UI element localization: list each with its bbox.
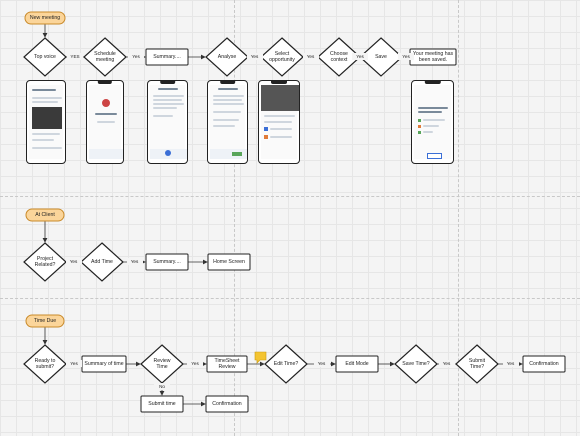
phone-mockup-saved: [411, 80, 454, 164]
process-box[interactable]: [206, 355, 248, 373]
decision-diamond[interactable]: [23, 242, 67, 282]
decision-diamond[interactable]: [394, 344, 438, 384]
process-box[interactable]: [140, 395, 184, 413]
speech-bubble-icon[interactable]: [254, 351, 267, 364]
phone-mockup-meeting-a: [147, 80, 188, 164]
process-box[interactable]: [207, 253, 251, 271]
start-terminal[interactable]: [25, 208, 65, 222]
phone-mockup-opportunity: [258, 80, 300, 164]
decision-diamond[interactable]: [455, 344, 499, 384]
decision-diamond[interactable]: [205, 37, 249, 77]
page-divider: [234, 0, 235, 436]
decision-diamond[interactable]: [83, 37, 127, 77]
decision-diamond[interactable]: [23, 344, 67, 384]
process-box[interactable]: [409, 48, 457, 66]
decision-diamond[interactable]: [359, 37, 403, 77]
decision-diamond[interactable]: [23, 37, 67, 77]
process-box[interactable]: [205, 395, 249, 413]
section-divider: [0, 298, 580, 299]
start-terminal[interactable]: [25, 314, 65, 328]
section-divider: [0, 196, 580, 197]
phone-mockup-login: [86, 80, 124, 164]
page-divider: [458, 0, 459, 436]
phone-mockup-meeting-b: [207, 80, 248, 164]
process-box[interactable]: [145, 48, 189, 66]
decision-diamond[interactable]: [317, 37, 361, 77]
process-box[interactable]: [81, 355, 127, 373]
process-box[interactable]: [522, 355, 566, 373]
decision-diamond[interactable]: [140, 344, 184, 384]
decision-diamond[interactable]: [80, 242, 124, 282]
decision-diamond[interactable]: [260, 37, 304, 77]
decision-diamond[interactable]: [264, 344, 308, 384]
start-terminal[interactable]: [24, 11, 66, 25]
process-box[interactable]: [145, 253, 189, 271]
process-box[interactable]: [335, 355, 379, 373]
phone-mockup-feed: [26, 80, 66, 164]
